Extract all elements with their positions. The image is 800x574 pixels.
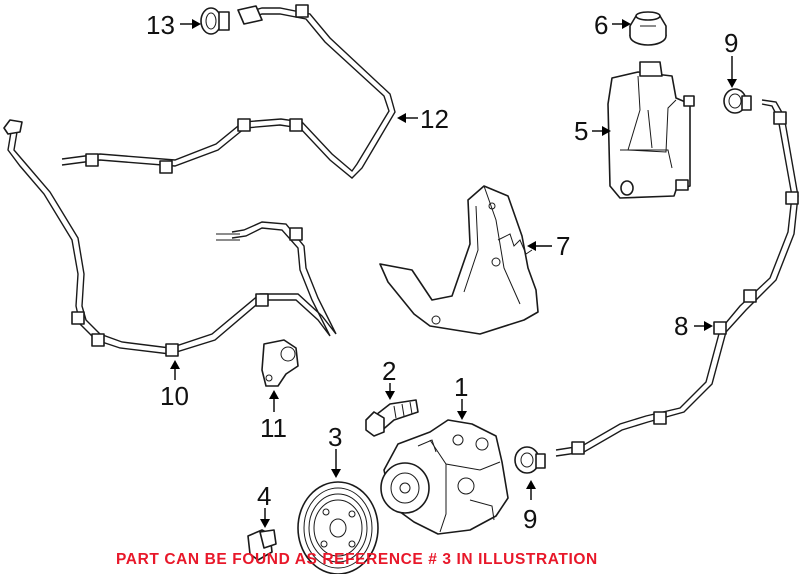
callout-9-top: 9 xyxy=(724,28,738,58)
part-7-bracket xyxy=(379,185,539,335)
part-11-mount xyxy=(261,339,299,387)
part-13-clamp xyxy=(200,7,230,35)
callout-11: 11 xyxy=(260,413,287,443)
reference-note: PART CAN BE FOUND AS REFERENCE # 3 IN IL… xyxy=(116,551,598,568)
callout-leaders xyxy=(170,19,737,528)
callout-1: 1 xyxy=(454,372,468,402)
callout-13: 13 xyxy=(146,10,175,40)
part-9-clamp-bottom xyxy=(514,446,546,474)
part-6-cap xyxy=(629,11,667,46)
part-5-reservoir xyxy=(607,61,695,199)
callout-9-bottom: 9 xyxy=(523,504,537,534)
part-12-return-line xyxy=(61,4,396,179)
callout-6: 6 xyxy=(594,10,608,40)
part-9-clamp-top xyxy=(723,88,752,114)
part-3-pulley xyxy=(297,481,379,574)
part-10-pressure-line xyxy=(3,119,337,357)
part-2-bolt xyxy=(365,399,419,437)
callout-12: 12 xyxy=(420,104,449,134)
callout-4: 4 xyxy=(257,481,271,511)
callout-10: 10 xyxy=(160,381,189,411)
callout-3: 3 xyxy=(328,422,342,452)
callout-2: 2 xyxy=(382,356,396,386)
callout-8: 8 xyxy=(674,311,688,341)
callout-5: 5 xyxy=(574,116,588,146)
part-4-bolt xyxy=(247,529,277,561)
part-8-suction-hose xyxy=(555,99,799,457)
part-1-pump xyxy=(380,419,509,535)
callout-7: 7 xyxy=(556,231,570,261)
